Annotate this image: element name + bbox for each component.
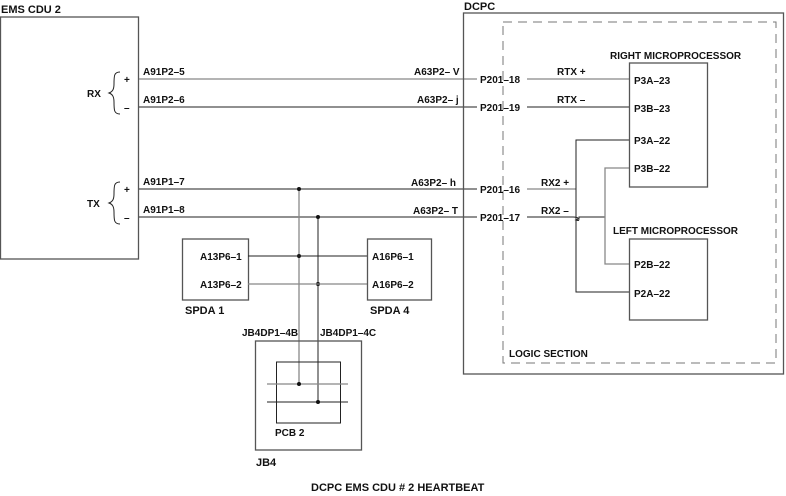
- spda-1-label: SPDA 1: [185, 305, 224, 317]
- microprocessor-pin: P3B–22: [634, 164, 671, 175]
- right-microprocessor: RIGHT MICROPROCESSOR P3A–23 P3B–23 P3A–2…: [610, 51, 742, 188]
- left-microprocessor-label: LEFT MICROPROCESSOR: [613, 226, 739, 237]
- jb4-pin: JB4DP1–4B: [242, 328, 298, 339]
- connector-pin: P201–19: [480, 103, 520, 114]
- ems-cdu-label: EMS CDU 2: [1, 4, 61, 16]
- tx-plus: +: [124, 185, 130, 196]
- spda-pin: A13P6–1: [200, 252, 242, 263]
- tx-label: TX: [87, 199, 100, 210]
- left-microprocessor-box: [628, 238, 709, 321]
- microprocessor-pin: P2B–22: [634, 260, 671, 271]
- harness-pin: A63P2– T: [413, 206, 458, 217]
- pcb-2-box: [276, 361, 341, 424]
- connector-pin: P201–18: [480, 75, 520, 86]
- ems-pin: A91P1–8: [143, 205, 185, 216]
- harness-pin: A63P2– V: [414, 67, 460, 78]
- ems-pin: A91P1–7: [143, 177, 185, 188]
- right-microprocessor-box: [628, 62, 709, 188]
- connector-pin: P201–16: [480, 185, 520, 196]
- tap-lines: [297, 187, 320, 402]
- main-wires: A63P2– V A63P2– j A63P2– h A63P2– T: [139, 67, 477, 218]
- signal-label: RX2 +: [541, 178, 569, 189]
- ems-pin: A91P2–6: [143, 95, 185, 106]
- microprocessor-pin: P3A–22: [634, 136, 671, 147]
- right-microprocessor-label: RIGHT MICROPROCESSOR: [610, 51, 742, 62]
- rx-minus: –: [124, 103, 130, 114]
- jb4: JB4DP1–4B JB4DP1–4C PCB 2 JB4: [242, 328, 376, 469]
- junction-node: [297, 382, 301, 386]
- junction-node: [297, 187, 301, 191]
- logic-section-box: [502, 21, 777, 364]
- rx2-plus-bus: [575, 139, 629, 293]
- spda-1-box: [181, 238, 250, 301]
- ems-cdu-box: [0, 16, 140, 260]
- dcpc-label: DCPC: [464, 1, 495, 13]
- microprocessor-pin: P2A–22: [634, 289, 671, 300]
- junction-node: [316, 215, 320, 219]
- junction-node: [316, 400, 320, 404]
- harness-pin: A63P2– h: [411, 178, 456, 189]
- spda-4-box: [366, 238, 433, 301]
- left-microprocessor: LEFT MICROPROCESSOR P2B–22 P2A–22: [613, 226, 739, 321]
- rx-plus: +: [124, 75, 130, 86]
- jb4-label: JB4: [256, 457, 277, 469]
- tx-minus: –: [124, 213, 130, 224]
- dcpc: DCPC LOGIC SECTION P201–18 P201–19 P201–…: [462, 1, 785, 375]
- spda-pin: A13P6–2: [200, 280, 242, 291]
- jb4-box: [254, 340, 363, 451]
- spda-1: A13P6–1 A13P6–2 SPDA 1: [181, 238, 250, 317]
- logic-section-label: LOGIC SECTION: [509, 349, 588, 360]
- spda-pin: A16P6–2: [372, 280, 414, 291]
- ems-pin: A91P2–5: [143, 67, 185, 78]
- rx-label: RX: [87, 89, 101, 100]
- microprocessor-pin: P3A–23: [634, 76, 671, 87]
- rx-brace: [107, 71, 121, 115]
- spda-pin: A16P6–1: [372, 252, 414, 263]
- spda-4: A16P6–1 A16P6–2 SPDA 4: [366, 238, 433, 317]
- wire-rx2-minus-internal: [527, 216, 605, 222]
- pcb-2-label: PCB 2: [275, 428, 305, 439]
- rx2-minus-bus: [604, 167, 629, 265]
- signal-label: RX2 –: [541, 206, 569, 217]
- dcpc-box: [462, 12, 785, 375]
- spda-4-label: SPDA 4: [370, 305, 410, 317]
- connector-pin: P201–17: [480, 213, 520, 224]
- microprocessor-pin: P3B–23: [634, 104, 671, 115]
- signal-label: RTX +: [557, 67, 586, 78]
- tx-brace: [107, 181, 121, 225]
- jb4-pin: JB4DP1–4C: [320, 328, 376, 339]
- signal-label: RTX –: [557, 95, 586, 106]
- diagram-title: DCPC EMS CDU # 2 HEARTBEAT: [311, 482, 485, 494]
- ems-cdu-2: EMS CDU 2 RX + – TX + – A91P2–5 A91P2–6 …: [0, 4, 185, 260]
- harness-pin: A63P2– j: [417, 95, 459, 106]
